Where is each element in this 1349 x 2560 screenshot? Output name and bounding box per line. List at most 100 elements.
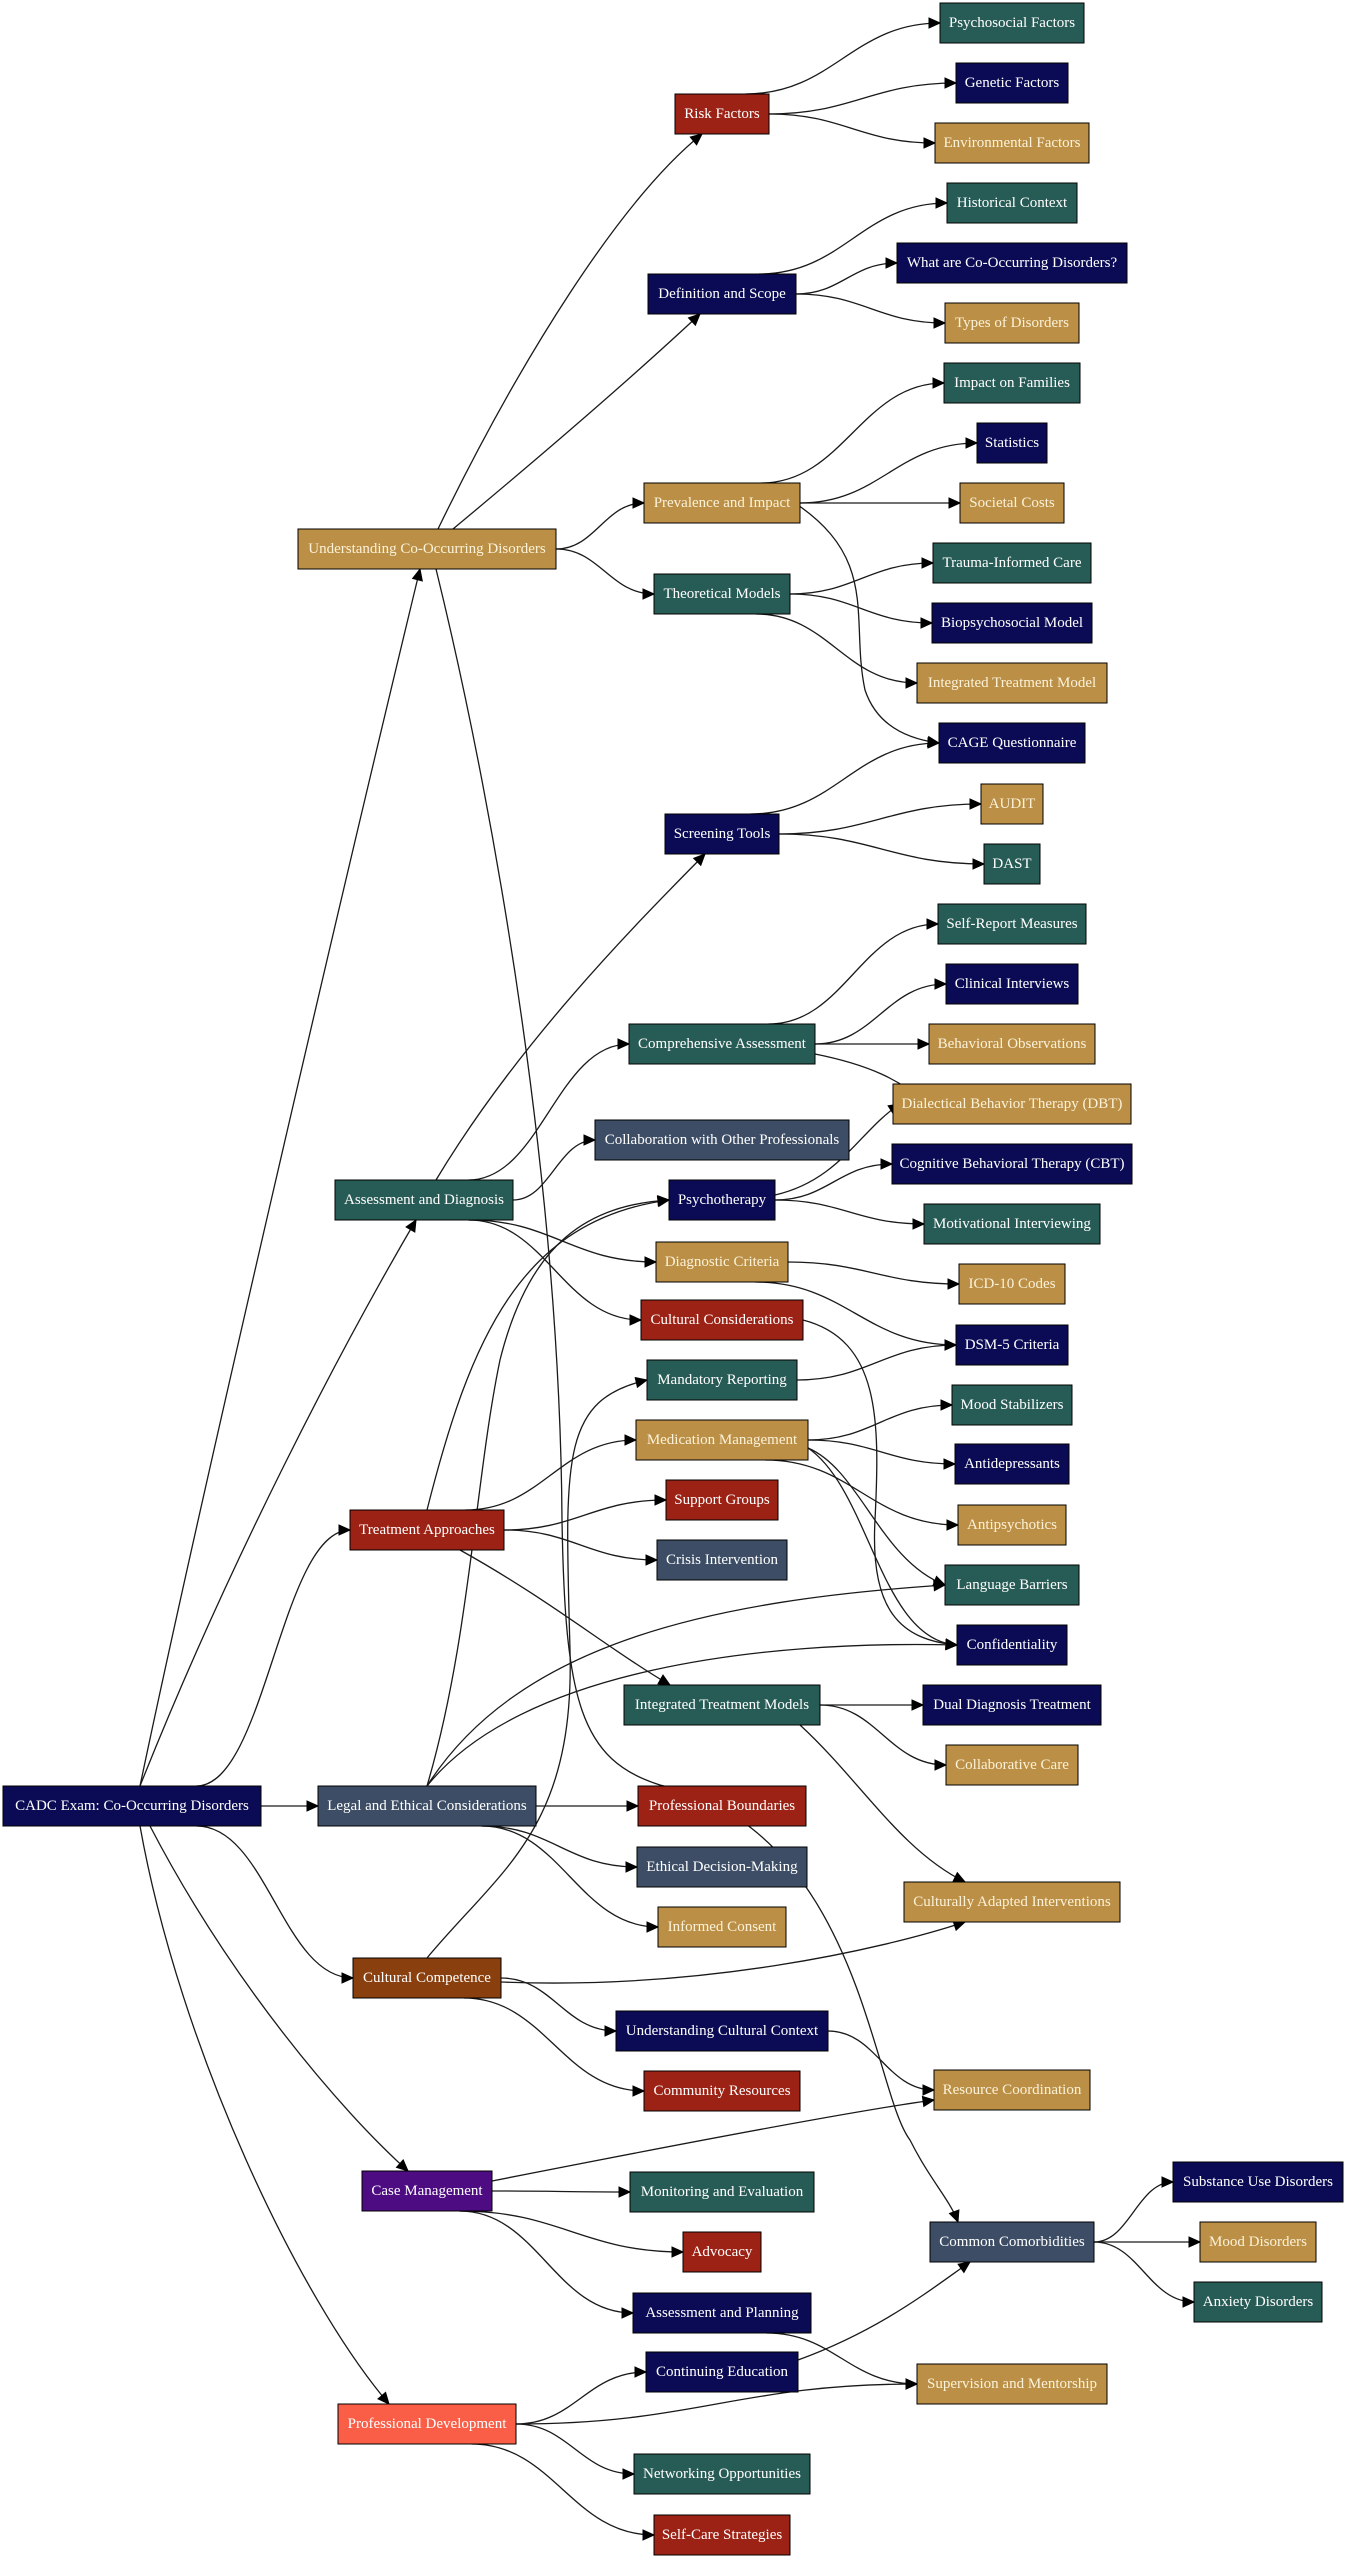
node-label-risk: Risk Factors [684, 106, 760, 122]
edge-medication-to-mood [807, 1404, 953, 1441]
edge-prevalence-to-statistics [799, 442, 978, 504]
edge-comorbidities-to-substance [1093, 2181, 1174, 2243]
node-culturallyadapted: Culturally Adapted Interventions [903, 1881, 1121, 1923]
arrowhead-root-to-casemgmt [395, 2158, 409, 2172]
edge-risk-to-psychosocial [745, 22, 941, 95]
node-comprehensive: Comprehensive Assessment [628, 1023, 816, 1065]
node-label-treatment: Treatment Approaches [359, 1522, 495, 1538]
node-box-diagnostic [655, 1241, 789, 1283]
node-box-support [665, 1479, 779, 1521]
node-box-supervision [916, 2363, 1108, 2405]
edge-medication-to-antipsych [764, 1459, 959, 1526]
node-definition: Definition and Scope [647, 273, 797, 315]
edge-root-to-profdev [139, 1825, 390, 2405]
node-families: Impact on Families [943, 362, 1081, 404]
node-integratedmodels: Integrated Treatment Models [623, 1684, 821, 1726]
node-box-integratedmodels [623, 1684, 821, 1726]
arrowhead-definition-to-whatare [885, 257, 899, 269]
node-box-resource [933, 2069, 1091, 2111]
edge-understanding-to-comorbidities [435, 568, 959, 2223]
node-box-dsm [955, 1324, 1069, 1366]
node-label-collaboration: Collaboration with Other Professionals [605, 1132, 840, 1148]
edge-casemgmt-to-assessplan [459, 2210, 634, 2314]
edge-medication-to-confidentiality [807, 1447, 958, 1646]
node-community: Community Resources [643, 2070, 801, 2112]
edge-mandatory-to-dsm [796, 1344, 957, 1381]
node-box-crisis [656, 1539, 788, 1581]
node-label-dbt: Dialectical Behavior Therapy (DBT) [902, 1096, 1123, 1112]
node-integratedmodel: Integrated Treatment Model [916, 662, 1108, 704]
node-label-understandingctx: Understanding Cultural Context [626, 2023, 819, 2039]
node-boundaries: Professional Boundaries [637, 1785, 807, 1827]
arrowhead-understanding-to-prevalence [632, 497, 646, 509]
edge-legal-to-language [426, 1584, 946, 1787]
node-box-boundaries [637, 1785, 807, 1827]
node-box-antidep [954, 1443, 1070, 1485]
edge-theoretical-to-trauma [789, 562, 934, 595]
node-psychosocial: Psychosocial Factors [939, 2, 1085, 44]
node-label-medication: Medication Management [647, 1432, 798, 1448]
node-behavioral: Behavioral Observations [928, 1023, 1096, 1065]
node-label-cbt: Cognitive Behavioral Therapy (CBT) [899, 1156, 1124, 1172]
node-motivational: Motivational Interviewing [923, 1203, 1101, 1245]
edge-integratedmodels-to-collaborative [819, 1704, 947, 1766]
node-continuing: Continuing Education [645, 2351, 799, 2393]
node-label-mandatory: Mandatory Reporting [657, 1372, 787, 1388]
node-assessplan: Assessment and Planning [632, 2292, 812, 2334]
edge-casemgmt-to-advocacy [459, 2210, 684, 2253]
arrowhead-root-to-profdev [377, 2391, 390, 2405]
node-label-diagnostic: Diagnostic Criteria [665, 1254, 780, 1270]
edge-cultural-to-understandingctx [500, 1977, 617, 2032]
edge-cultural-to-mandatory [426, 1379, 648, 1959]
node-label-assessplan: Assessment and Planning [645, 2305, 799, 2321]
arrowhead-root-to-understanding [411, 567, 423, 582]
arrowhead-understanding-to-theoretical [642, 588, 656, 600]
edge-continuing-to-comorbidities [797, 2261, 971, 2361]
node-cbt: Cognitive Behavioral Therapy (CBT) [891, 1143, 1133, 1185]
node-label-integratedmodel: Integrated Treatment Model [928, 675, 1096, 691]
node-label-support: Support Groups [674, 1492, 770, 1508]
arrowhead-casemgmt-to-resource [921, 2095, 936, 2108]
node-label-dast: DAST [992, 856, 1031, 872]
node-label-dsm: DSM-5 Criteria [965, 1337, 1060, 1353]
arrowhead-legal-to-ethical [625, 1861, 639, 1873]
edge-root-to-understanding [139, 568, 421, 1787]
edge-psychotherapy-to-cbt [774, 1163, 893, 1201]
node-label-psychosocial: Psychosocial Factors [949, 15, 1075, 31]
node-box-legal [317, 1785, 537, 1827]
node-clinical: Clinical Interviews [945, 963, 1079, 1005]
node-culturalcons: Cultural Considerations [640, 1299, 804, 1341]
node-antidep: Antidepressants [954, 1443, 1070, 1485]
node-label-historical: Historical Context [957, 195, 1068, 211]
node-label-anxiety: Anxiety Disorders [1203, 2294, 1314, 2310]
node-label-community: Community Resources [653, 2083, 790, 2099]
node-box-audit [980, 783, 1044, 825]
arrowhead-root-to-cultural [341, 1972, 355, 1984]
node-assessment: Assessment and Diagnosis [334, 1179, 514, 1221]
node-box-selfreport [937, 903, 1087, 945]
node-box-definition [647, 273, 797, 315]
arrowhead-understanding-to-risk [689, 133, 703, 146]
node-advocacy: Advocacy [682, 2231, 762, 2273]
node-box-theoretical [653, 573, 791, 615]
node-box-collaborative [945, 1744, 1079, 1786]
node-box-assessment [334, 1179, 514, 1221]
arrowhead-profdev-to-supervision [905, 2378, 919, 2390]
arrowhead-integratedmodels-to-collaborative [934, 1759, 948, 1771]
arrowhead-treatment-to-crisis [645, 1554, 659, 1566]
arrowhead-layer [306, 17, 1202, 2541]
edge-definition-to-whatare [795, 262, 898, 295]
edge-psychotherapy-to-motivational [774, 1199, 925, 1225]
node-trauma: Trauma-Informed Care [932, 542, 1092, 584]
node-monitoring: Monitoring and Evaluation [629, 2171, 815, 2213]
node-box-dbt [892, 1083, 1132, 1125]
edge-casemgmt-to-monitoring [491, 2190, 631, 2193]
node-legal: Legal and Ethical Considerations [317, 1785, 537, 1827]
node-understanding: Understanding Co-Occurring Disorders [297, 528, 557, 570]
edge-medication-to-antidep [807, 1439, 956, 1465]
arrowhead-comprehensive-to-clinical [934, 978, 948, 990]
edge-theoretical-to-biopsycho [789, 593, 933, 624]
node-psychotherapy: Psychotherapy [668, 1179, 776, 1221]
edge-profdev-to-supervision [515, 2383, 918, 2425]
